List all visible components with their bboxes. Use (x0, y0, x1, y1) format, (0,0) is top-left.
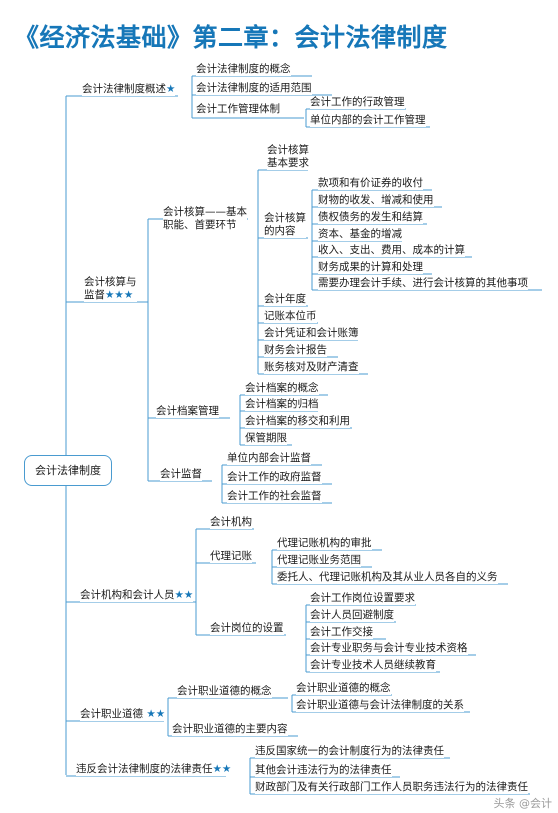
node-accounting-content-line2: 的内容 (264, 225, 296, 237)
position-item: 会计专业技术人员继续教育 (310, 659, 436, 672)
content-item: 资本、基金的增减 (318, 228, 402, 241)
accounting-item: 记账本位币 (264, 310, 317, 323)
node-admin-management: 会计工作的行政管理 (310, 96, 405, 109)
branch-overview-label: 会计法律制度概述 (82, 83, 166, 95)
star-rating: ★★ (146, 708, 166, 720)
star-rating: ★★ (174, 589, 194, 601)
branch-legal-liability: 违反会计法律制度的法律责任★★ (76, 763, 232, 776)
agency-item: 代理记账业务范围 (277, 554, 361, 567)
node-accounting-core-line2: 职能、首要环节 (163, 219, 237, 231)
branch-liability-label: 违反会计法律制度的法律责任 (76, 763, 213, 775)
supervision-item: 会计工作的政府监督 (227, 471, 322, 484)
agency-item: 委托人、代理记账机构及其从业人员各自的义务 (277, 571, 498, 584)
branch-label-line2: 监督 (84, 289, 105, 301)
node-position-setting: 会计岗位的设置 (210, 622, 284, 635)
node-accounting-agency: 会计机构 (210, 516, 252, 529)
star-rating: ★ (166, 83, 176, 95)
node-basic-requirements-line1: 会计核算 (267, 144, 309, 156)
accounting-item: 会计年度 (264, 293, 306, 306)
node-liability-3: 财政部门及有关行政部门工作人员职务违法行为的法律责任 (255, 781, 528, 794)
agency-item: 代理记账机构的审批 (277, 537, 372, 550)
node-bookkeeping-agency: 代理记账 (210, 550, 252, 563)
supervision-item: 单位内部会计监督 (227, 452, 311, 465)
node-archive-management: 会计档案管理 (156, 405, 219, 418)
position-item: 会计工作岗位设置要求 (310, 592, 415, 605)
node-ethics-concept: 会计职业道德的概念 (177, 685, 272, 698)
archive-item: 保管期限 (245, 432, 287, 445)
archive-item: 会计档案的归档 (245, 398, 319, 411)
node-accounting-core: 会计核算——基本 职能、首要环节 (163, 206, 247, 232)
node-liability-2: 其他会计违法行为的法律责任 (255, 764, 392, 777)
content-item: 收入、支出、费用、成本的计算 (318, 244, 465, 257)
node-concept: 会计法律制度的概念 (196, 63, 291, 76)
node-ethics-content: 会计职业道德的主要内容 (172, 723, 288, 736)
content-item: 财物的收发、增减和使用 (318, 194, 434, 207)
content-item: 需要办理会计手续、进行会计核算的其他事项 (318, 277, 528, 290)
branch-label-line1: 会计核算与 (84, 276, 137, 288)
supervision-item: 会计工作的社会监督 (227, 490, 322, 503)
archive-item: 会计档案的移交和利用 (245, 415, 350, 428)
star-rating: ★★ (212, 763, 232, 775)
root-node: 会计法律制度 (24, 455, 112, 486)
archive-item: 会计档案的概念 (245, 382, 319, 395)
branch-professional-ethics: 会计职业道德 ★★ (80, 708, 166, 721)
node-accounting-content-line1: 会计核算 (264, 212, 306, 224)
node-basic-requirements: 会计核算 基本要求 (267, 144, 309, 170)
branch-overview: 会计法律制度概述★ (82, 83, 176, 96)
node-accounting-content: 会计核算 的内容 (264, 212, 306, 238)
node-management-system: 会计工作管理体制 (196, 103, 280, 116)
node-liability-1: 违反国家统一的会计制度行为的法律责任 (255, 745, 444, 758)
branch-ethics-label: 会计职业道德 (80, 708, 143, 720)
watermark: 头条 @会计 (493, 797, 553, 810)
content-item: 款项和有价证券的收付 (318, 177, 423, 190)
position-item: 会计专业职务与会计专业技术资格 (310, 642, 468, 655)
node-scope: 会计法律制度的适用范围 (196, 82, 312, 95)
branch-accounting-supervision: 会计核算与 监督★★★ (84, 276, 137, 302)
node-internal-management: 单位内部的会计工作管理 (310, 114, 426, 127)
star-rating: ★★★ (105, 289, 134, 301)
page-title: 《经济法基础》第二章：会计法律制度 (14, 23, 448, 52)
branch-institutions-personnel: 会计机构和会计人员★★ (80, 589, 194, 602)
accounting-item: 账务核对及财产清查 (264, 361, 359, 374)
root-label: 会计法律制度 (35, 464, 101, 477)
content-item: 财务成果的计算和处理 (318, 261, 423, 274)
ethics-item: 会计职业道德的概念 (296, 682, 391, 695)
branch-institutions-label: 会计机构和会计人员 (80, 589, 175, 601)
content-item: 债权债务的发生和结算 (318, 211, 423, 224)
accounting-item: 财务会计报告 (264, 344, 327, 357)
ethics-item: 会计职业道德与会计法律制度的关系 (296, 699, 464, 712)
node-supervision: 会计监督 (160, 468, 202, 481)
node-basic-requirements-line2: 基本要求 (267, 157, 309, 169)
position-item: 会计工作交接 (310, 626, 373, 639)
position-item: 会计人员回避制度 (310, 609, 394, 622)
accounting-item: 会计凭证和会计账簿 (264, 327, 359, 340)
node-accounting-core-line1: 会计核算——基本 (163, 206, 247, 218)
